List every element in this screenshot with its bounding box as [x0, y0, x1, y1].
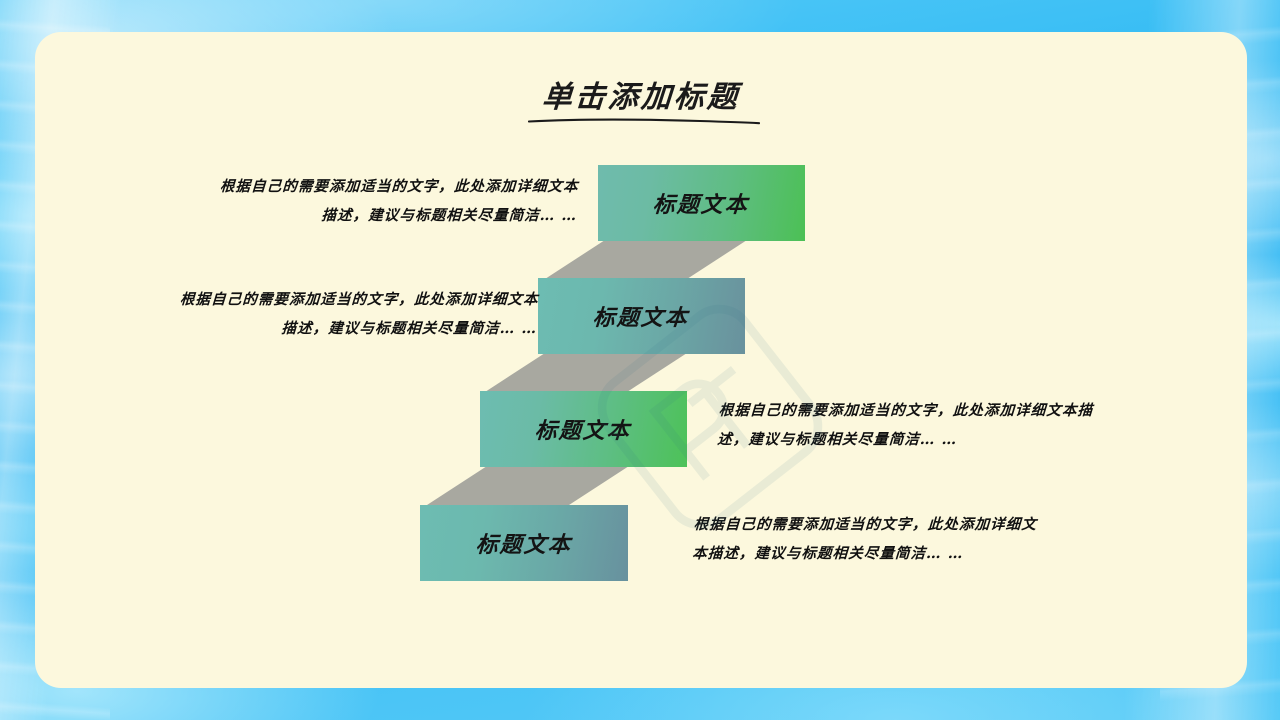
step-label-1: 标题文本 — [652, 192, 751, 218]
title-underline — [528, 118, 760, 125]
step-description-4: 根据自己的需要添加适当的文字，此处添加详细文本描述，建议与标题相关尽量简洁… … — [691, 516, 1038, 562]
step-description-3: 根据自己的需要添加适当的文字，此处添加详细文本描述，建议与标题相关尽量简洁… … — [716, 402, 1094, 448]
title-block: 单击添加标题 — [35, 79, 1247, 117]
content-card: 单击添加标题 标题文本 根据自己的需要添加适当的文字，此处添加详细文本描述，建议… — [35, 32, 1247, 688]
step-label-2: 标题文本 — [592, 305, 691, 331]
step-label-4: 标题文本 — [474, 532, 573, 558]
step-box-2[interactable]: 标题文本 — [538, 278, 745, 354]
step-box-4[interactable]: 标题文本 — [420, 505, 628, 581]
step-description-1: 根据自己的需要添加适当的文字，此处添加详细文本描述，建议与标题相关尽量简洁… … — [219, 178, 580, 224]
step-box-3[interactable]: 标题文本 — [480, 391, 687, 467]
page-title: 单击添加标题 — [540, 80, 742, 115]
zigzag-connector-ribbons — [427, 240, 747, 505]
step-box-1[interactable]: 标题文本 — [598, 165, 805, 241]
step-description-2: 根据自己的需要添加适当的文字，此处添加详细文本描述，建议与标题相关尽量简洁… … — [179, 291, 540, 337]
step-label-3: 标题文本 — [534, 418, 633, 444]
